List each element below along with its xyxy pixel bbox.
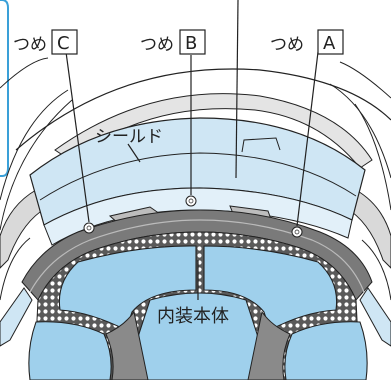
claw-b-dot	[185, 195, 197, 207]
claw-a-letter: A	[323, 33, 336, 54]
shield-tab	[241, 137, 281, 153]
claw-b-box	[179, 29, 206, 55]
inner-body-pads	[28, 245, 368, 380]
inner-grey-flaps	[105, 310, 291, 380]
inner-body-label: 内装本体	[157, 306, 229, 327]
claw-a-box	[317, 29, 344, 55]
shell-top-arc	[15, 68, 391, 151]
claw-b-label: つめ	[140, 35, 174, 55]
claw-a-dot	[291, 226, 303, 238]
claw-markers	[83, 195, 303, 238]
claw-c-box	[51, 29, 78, 55]
callout-frame-edge	[0, 0, 9, 177]
leader-lines	[65, 0, 319, 300]
claw-b-letter: B	[185, 33, 197, 54]
gasket-inner-line	[29, 219, 365, 293]
claw-a-label: つめ	[270, 35, 304, 55]
shell-contour-lines	[0, 57, 391, 301]
shield-label: シールド	[95, 127, 163, 147]
claw-c-letter: C	[57, 33, 70, 54]
claw-c-label: つめ	[13, 35, 47, 55]
side-strips	[0, 287, 391, 347]
claw-c-dot	[83, 222, 95, 234]
